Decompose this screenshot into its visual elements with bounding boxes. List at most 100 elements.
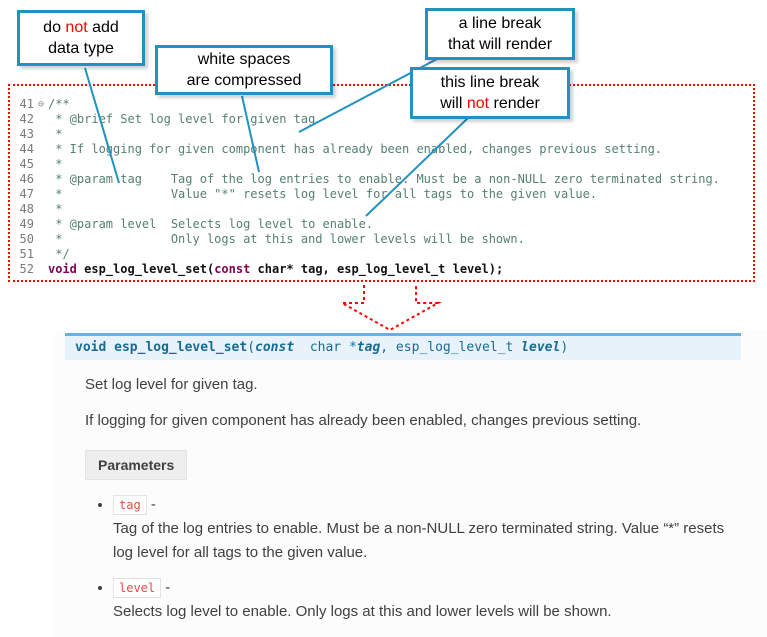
code-segment-plain: char* tag, esp_log_level_t level); xyxy=(250,262,504,276)
fold-gutter xyxy=(34,127,48,142)
callout-text-line: do not add xyxy=(43,17,119,38)
function-signature: void esp_log_level_set(const char *tag, … xyxy=(65,333,741,360)
param-item: level - Selects log level to enable. Only… xyxy=(113,578,741,624)
code-text: * @brief Set log level for given tag xyxy=(48,112,315,127)
code-segment-comment: * @brief Set log level for given tag xyxy=(48,112,316,126)
code-line: 52 void esp_log_level_set(const char* tag… xyxy=(10,262,753,277)
callout-text-line: are compressed xyxy=(186,72,302,89)
code-text: * @param tag Tag of the log entries to e… xyxy=(48,172,720,187)
code-text: * xyxy=(48,157,62,172)
code-segment-comment: * xyxy=(48,202,63,216)
code-text: */ xyxy=(48,247,70,262)
doc-body: Set log level for given tag. If logging … xyxy=(85,374,741,624)
sig-type: char * xyxy=(294,340,357,355)
line-number: 48 xyxy=(19,202,34,216)
sig-paren: ) xyxy=(560,340,569,355)
renders-to-arrow-icon xyxy=(338,285,442,332)
param-name-code: tag xyxy=(113,495,147,515)
code-segment-comment: * Value "*" resets log level for all tag… xyxy=(48,187,598,201)
fold-gutter xyxy=(34,262,48,277)
code-line: 45 * xyxy=(10,157,753,172)
code-segment-comment: * If logging for given component has alr… xyxy=(48,142,663,156)
line-number: 44 xyxy=(19,142,34,156)
code-text: void esp_log_level_set(const char* tag, … xyxy=(48,262,503,277)
code-segment-kw: void xyxy=(48,262,77,276)
code-segment-plain: esp_log_level_set( xyxy=(76,262,215,276)
sig-paren: ( xyxy=(247,340,256,355)
code-segment-comment: */ xyxy=(48,247,70,261)
code-segment-comment: * xyxy=(48,127,63,141)
callout-emphasis: not xyxy=(65,19,88,36)
fold-gutter xyxy=(34,232,48,247)
sig-arg-tag: tag xyxy=(356,340,381,355)
callout-linebreak-not-render: this line break will not render xyxy=(410,67,570,119)
param-head: tag - xyxy=(113,495,741,515)
fold-gutter xyxy=(34,187,48,202)
code-editor: 41⊖/**42 * @brief Set log level for give… xyxy=(8,84,755,282)
callout-emphasis: not xyxy=(466,95,490,112)
code-line: 46 * @param tag Tag of the log entries t… xyxy=(10,172,753,187)
callout-text-line: this line break xyxy=(440,74,540,91)
doc-detail: If logging for given component has alrea… xyxy=(85,412,642,429)
param-desc: Selects log level to enable. Only logs a… xyxy=(113,603,612,620)
code-text: * xyxy=(48,202,62,217)
param-dash: - xyxy=(161,579,171,596)
code-line: 42 * @brief Set log level for given tag xyxy=(10,112,753,127)
code-line: 51 */ xyxy=(10,247,753,262)
callout-text: render xyxy=(489,95,540,112)
code-segment-comment: * @param level Selects log level to enab… xyxy=(48,217,374,231)
line-number: 45 xyxy=(19,157,34,171)
fold-gutter xyxy=(34,142,48,157)
callout-text-line: white spaces xyxy=(197,51,291,68)
code-segment-comment: * xyxy=(48,157,63,171)
code-line: 50 * Only logs at this and lower levels … xyxy=(10,232,753,247)
code-text: * @param level Selects log level to enab… xyxy=(48,217,373,232)
sig-type: , esp_log_level_t xyxy=(380,340,522,355)
callout-whitespace-compressed: white spaces are compressed xyxy=(155,45,333,95)
callout-no-datatype: do not add data type xyxy=(17,10,145,66)
fold-gutter xyxy=(34,157,48,172)
code-line: 41⊖/** xyxy=(10,97,753,112)
fold-marker-icon: ⊖ xyxy=(37,99,45,110)
line-number: 51 xyxy=(19,247,34,261)
callout-text-line: data type xyxy=(48,40,114,57)
callout-text: do xyxy=(43,19,66,36)
params-list: tag - Tag of the log entries to enable. M… xyxy=(113,495,741,624)
param-head: level - xyxy=(113,578,741,598)
sig-arg-level: level xyxy=(521,340,561,355)
rendered-docs: void esp_log_level_set(const char *tag, … xyxy=(55,330,767,637)
sig-const-keyword: const xyxy=(255,340,295,355)
code-segment-comment: /** xyxy=(48,97,70,111)
code-text: * Value "*" resets log level for all tag… xyxy=(48,187,597,202)
line-number: 49 xyxy=(19,217,34,231)
line-number: 47 xyxy=(19,187,34,201)
parameters-label: Parameters xyxy=(85,450,188,480)
line-number: 42 xyxy=(19,112,34,126)
code-text: * Only logs at this and lower levels wil… xyxy=(48,232,525,247)
code-text: /** xyxy=(48,97,70,112)
fold-gutter xyxy=(34,217,48,232)
code-line: 43 * xyxy=(10,127,753,142)
code-lines: 41⊖/**42 * @brief Set log level for give… xyxy=(10,97,753,277)
callout-text-line: that will render xyxy=(447,36,553,53)
callout-text: add xyxy=(87,19,119,36)
code-segment-comment: * @param tag Tag of the log entries to e… xyxy=(48,172,720,186)
fold-gutter xyxy=(34,247,48,262)
code-segment-kw: const xyxy=(214,262,251,276)
sig-return-type: void xyxy=(75,340,115,355)
doc-brief: Set log level for given tag. xyxy=(85,376,258,393)
param-item: tag - Tag of the log entries to enable. M… xyxy=(113,495,741,565)
code-line: 44 * If logging for given component has … xyxy=(10,142,753,157)
line-number: 43 xyxy=(19,127,34,141)
callout-text-line: a line break xyxy=(458,15,542,32)
param-desc: Tag of the log entries to enable. Must b… xyxy=(113,520,725,561)
sig-function-name: esp_log_level_set xyxy=(114,340,248,355)
code-line: 48 * xyxy=(10,202,753,217)
callout-text-line: will not render xyxy=(440,93,540,114)
fold-gutter xyxy=(34,172,48,187)
code-line: 47 * Value "*" resets log level for all … xyxy=(10,187,753,202)
callout-text: will xyxy=(440,95,467,112)
code-line: 49 * @param level Selects log level to e… xyxy=(10,217,753,232)
line-number: 52 xyxy=(19,262,34,276)
